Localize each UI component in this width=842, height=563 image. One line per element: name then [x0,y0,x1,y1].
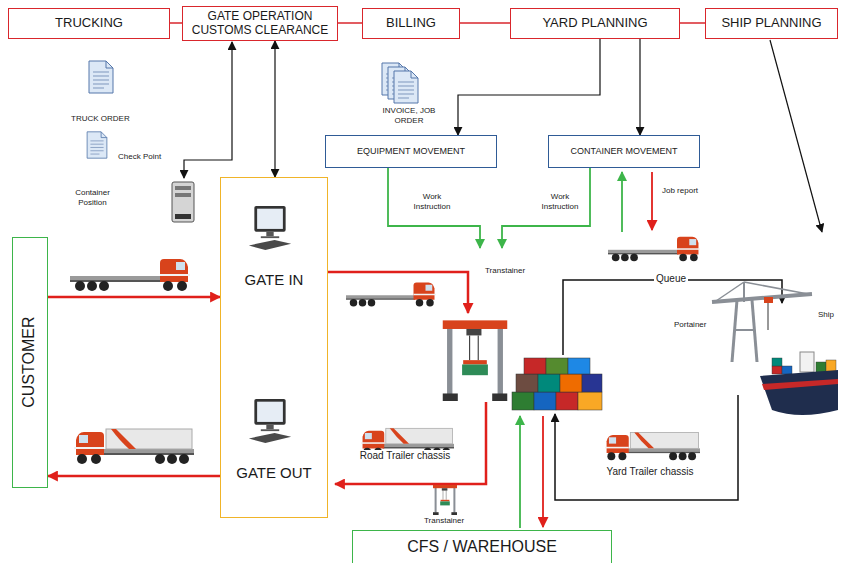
annotation-label: Check Point [116,152,163,162]
annotation-label: Yard Trailer chassis [602,466,698,478]
warehouse-box: CFS / WAREHOUSE [352,530,612,563]
annotation-label: Transtainer [483,266,527,276]
node-text: GATE OPERATION CUSTOMS CLEARANCE [188,10,332,38]
movement-box: CONTAINER MOVEMENT [548,135,700,168]
connector [48,475,220,478]
gate-panel: GATE IN GATE OUT [220,177,328,518]
planning-box: GATE OPERATION CUSTOMS CLEARANCE [182,6,338,41]
planning-box: TRUCKING [8,8,170,39]
connector [48,296,220,299]
planning-box: YARD PLANNING [510,8,680,39]
planning-box: BILLING [362,8,460,39]
node-text: SHIP PLANNING [721,16,821,31]
customer-band: CUSTOMER [12,237,48,488]
node-text: TRUCKING [55,16,123,31]
connector [170,22,182,24]
annotation-label: Work Instruction [534,192,586,211]
connector [458,39,600,135]
connector [338,22,362,24]
node-text: GATE IN [245,271,304,288]
annotation-label: Transtainer [422,516,466,526]
annotation-label: TRUCK ORDER [69,114,132,124]
annotation-label: Portainer [672,320,708,330]
annotation-label: Queue [654,273,688,285]
movement-box: EQUIPMENT MOVEMENT [325,135,497,168]
annotation-label: Job report [660,186,700,196]
node-text: BILLING [386,16,436,31]
connector [680,22,705,24]
annotation-label: Ship [816,310,836,320]
node-text: EQUIPMENT MOVEMENT [357,146,465,156]
annotation-label: INVOICE, JOB ORDER [376,106,442,125]
connector [639,39,640,135]
node-text: CONTAINER MOVEMENT [571,146,678,156]
annotation-label: Container Position [63,188,122,207]
connector [460,22,510,24]
annotation-label: Work Instruction [405,192,459,211]
planning-box: SHIP PLANNING [705,8,838,39]
node-text: CFS / WAREHOUSE [407,538,557,556]
node-text: YARD PLANNING [542,16,647,31]
connector [274,41,275,177]
node-text: CUSTOMER [21,317,39,408]
node-text: GATE OUT [236,464,312,481]
annotation-label: Road Trailer chassis [357,450,453,462]
